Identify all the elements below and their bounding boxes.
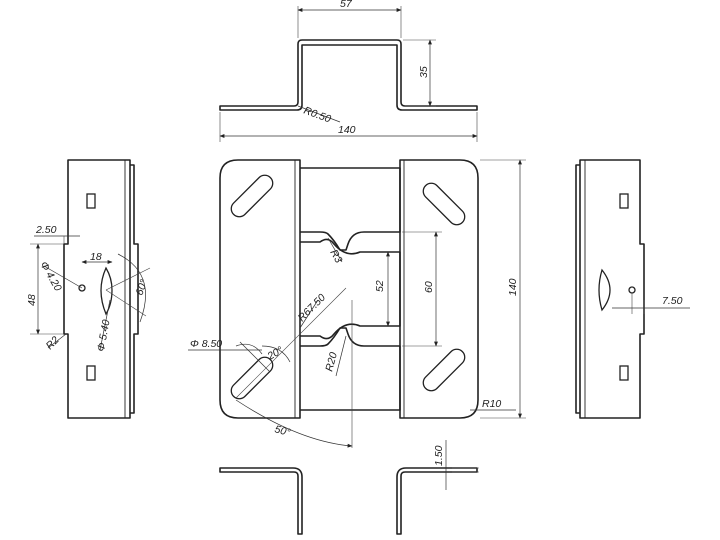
dim-2-50: 2.50 [35, 224, 57, 236]
right-flange [399, 159, 479, 419]
right-crescent-slot [598, 268, 611, 312]
dim-57: 57 [340, 0, 353, 10]
bottom-profile [219, 467, 303, 535]
left-flange [219, 159, 301, 419]
dim-phi-8-50: Φ 8.50 [190, 338, 222, 350]
dim-phi-5-40: Φ 5.40 [95, 319, 112, 353]
dim-60: 60 [423, 281, 435, 293]
dim-angle-50: 50° [273, 423, 291, 439]
top-view: 57 35 R0.50 140 [219, 0, 478, 142]
dim-18: 18 [90, 251, 102, 263]
right-side-outline [579, 159, 645, 419]
slot-top-left [230, 174, 274, 218]
front-view: R67.50 R20 R3 52 60 140 R10 Φ 8.50 20° 5… [188, 159, 526, 448]
center-opening [300, 238, 401, 340]
left-crescent-slot [100, 266, 113, 316]
bottom-view: 1.50 [219, 440, 479, 535]
dim-r0-50: R0.50 [302, 105, 333, 126]
dim-1-50: 1.50 [433, 445, 445, 466]
dim-35: 35 [418, 66, 430, 78]
dim-48: 48 [26, 294, 38, 306]
dim-140-height: 140 [507, 278, 519, 296]
dim-r10: R10 [482, 398, 501, 410]
right-side-view: 7.50 [575, 159, 690, 419]
dim-52: 52 [374, 280, 386, 292]
dim-r20: R20 [323, 351, 340, 373]
dim-angle-20: 20° [265, 344, 286, 363]
dim-phi-4-20: Φ 4.20 [37, 260, 64, 294]
slot-bottom-left [230, 356, 274, 400]
dim-7-50: 7.50 [662, 295, 683, 307]
dim-r3: R3 [327, 248, 344, 266]
dim-140-top: 140 [338, 124, 356, 136]
slot-bottom-right [422, 348, 466, 392]
center-web [300, 167, 401, 251]
slot-top-right [422, 182, 466, 226]
top-profile [219, 39, 478, 111]
left-side-outline [63, 159, 131, 419]
dim-r2: R2 [44, 334, 62, 352]
left-side-view: 2.50 18 Φ 4.20 48 60° Φ 5.40 R2 [26, 159, 151, 419]
dim-angle-60: 60° [134, 278, 151, 297]
